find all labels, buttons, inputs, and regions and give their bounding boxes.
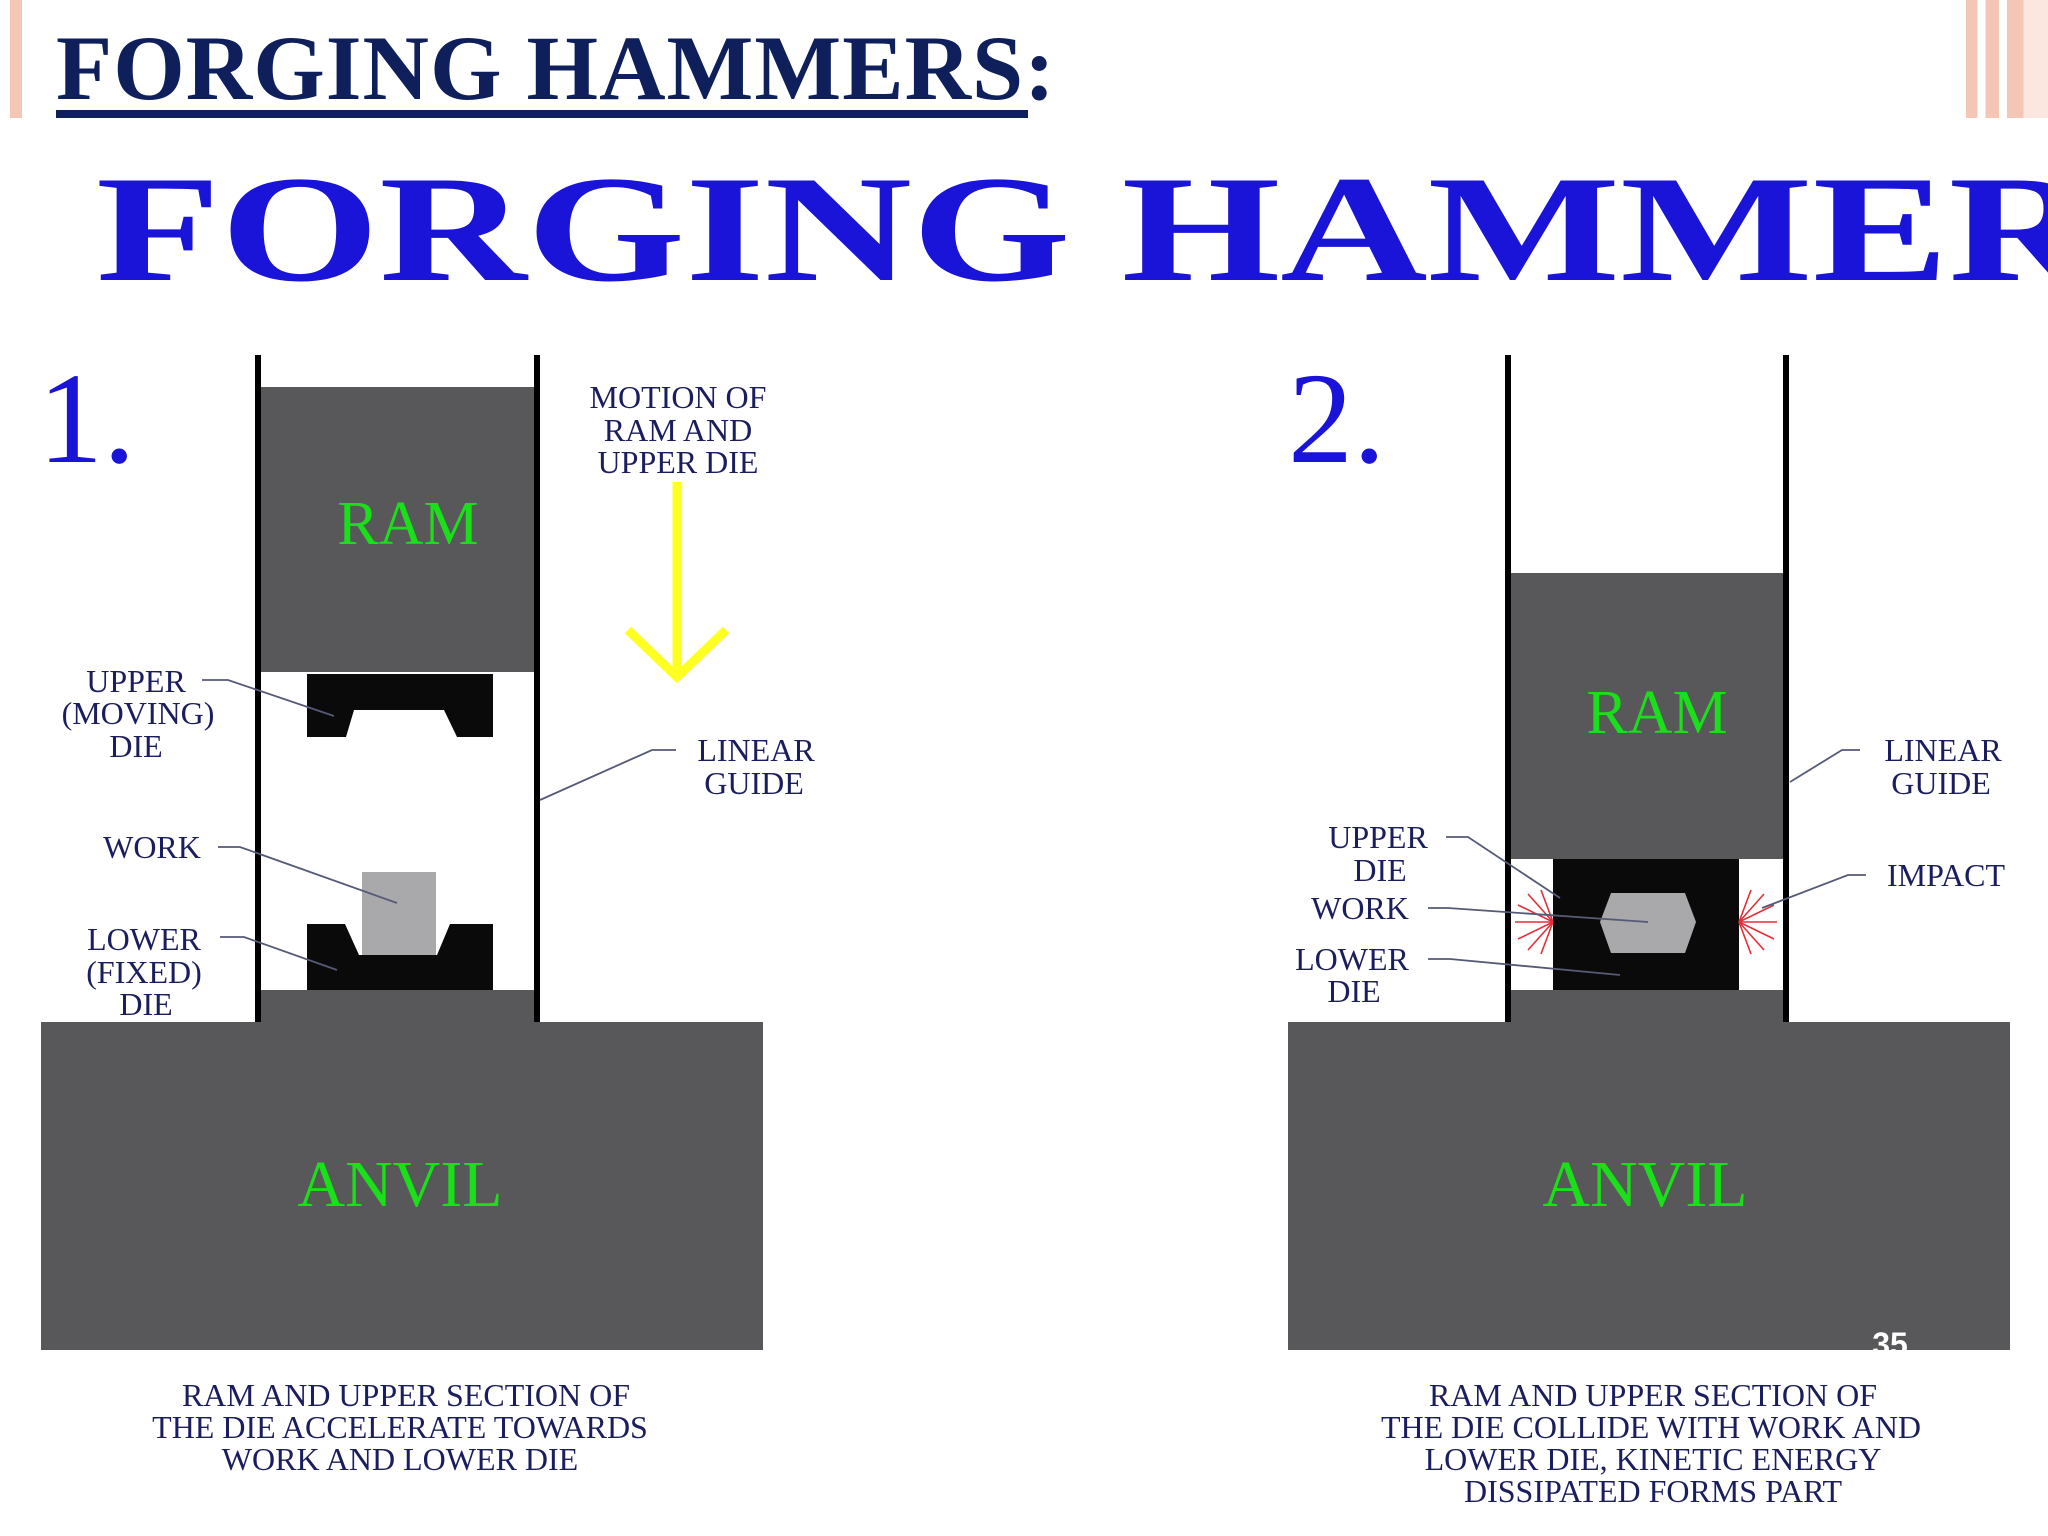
panel-1-number: 1. xyxy=(38,347,136,491)
panel-2-caption-line-4: DISSIPATED FORMS PART xyxy=(1464,1473,1843,1509)
panel-1-motion-arrow-head xyxy=(624,626,730,684)
panel-2-anvil-label: ANVIL xyxy=(1542,1148,1747,1221)
panel-2-upper-die-label-line-2: DIE xyxy=(1353,852,1406,888)
panel-1-ram-label: RAM xyxy=(337,490,478,558)
panel-2-impact-label: IMPACT xyxy=(1887,857,2005,893)
panel-1-lower-die-label-line-2: (FIXED) xyxy=(86,954,202,990)
panel-2-linear-guide-label-line-2: GUIDE xyxy=(1891,765,1991,801)
panel-2-caption-line-3: LOWER DIE, KINETIC ENERGY xyxy=(1425,1441,1882,1477)
panel-1-anvil-pedestal xyxy=(261,990,534,1022)
panel-2-lower-die-label-line-1: LOWER xyxy=(1295,941,1409,977)
panel-1: 1. RAM ANVIL MOTION OF RAM AND UPPER DIE xyxy=(38,347,815,1477)
panel-2-caption-line-2: THE DIE COLLIDE WITH WORK AND xyxy=(1381,1409,1921,1445)
left-accent-bar xyxy=(10,0,22,118)
panel-2-anvil-pedestal xyxy=(1511,990,1783,1022)
panel-1-linear-guide-label-line-1: LINEAR xyxy=(697,732,815,768)
panel-1-ram xyxy=(261,387,534,672)
panel-1-caption-line-3: WORK AND LOWER DIE xyxy=(222,1441,578,1477)
panel-1-lower-die-label-line-1: LOWER xyxy=(87,921,201,957)
panel-2-ram xyxy=(1511,573,1783,859)
panel-2-impact-leader xyxy=(1761,874,1866,909)
panel-1-anvil xyxy=(41,1022,763,1350)
panel-2-ram-label: RAM xyxy=(1586,679,1727,747)
panel-1-motion-label-line-1: MOTION OF xyxy=(590,379,767,415)
panel-1-lower-die xyxy=(307,924,493,990)
panel-1-caption-line-2: THE DIE ACCELERATE TOWARDS xyxy=(152,1409,648,1445)
panel-1-upper-die-label-line-1: UPPER xyxy=(86,663,186,699)
panel-2: 2. RAM ANVIL xyxy=(1288,347,2010,1509)
diagram-heading: FORGING HAMMER xyxy=(96,145,2048,313)
panel-2-linear-guide-label-line-1: LINEAR xyxy=(1884,732,2002,768)
panel-1-lower-die-leader xyxy=(220,936,338,971)
panel-1-linear-guide-label-line-2: GUIDE xyxy=(704,765,804,801)
panel-1-upper-die-label-line-3: DIE xyxy=(109,728,162,764)
panel-2-work xyxy=(1600,893,1696,953)
panel-1-motion-label-line-2: RAM AND xyxy=(604,412,752,448)
panel-1-work-label: WORK xyxy=(103,829,201,865)
panel-2-upper-die-leader xyxy=(1446,836,1561,899)
panel-1-linear-guide-leader xyxy=(539,749,676,801)
panel-2-number: 2. xyxy=(1288,347,1386,491)
panel-2-upper-die-label-line-1: UPPER xyxy=(1328,819,1428,855)
panel-2-impact-burst-left xyxy=(1515,889,1554,955)
panel-2-work-label: WORK xyxy=(1311,890,1409,926)
panel-2-work-leader xyxy=(1428,907,1649,923)
panel-2-anvil xyxy=(1288,1022,2010,1350)
slide-title: FORGING HAMMERS: xyxy=(56,17,1056,119)
panel-2-lower-die-label-line-2: DIE xyxy=(1327,973,1380,1009)
title-underline xyxy=(56,110,1028,118)
panel-1-motion-label-line-3: UPPER DIE xyxy=(598,444,759,480)
panel-2-impact-burst-right xyxy=(1738,889,1777,955)
panel-2-lower-die-leader xyxy=(1428,958,1621,976)
panel-1-upper-die-label-line-2: (MOVING) xyxy=(62,695,215,731)
panel-2-caption-line-1: RAM AND UPPER SECTION OF xyxy=(1429,1377,1877,1413)
page-number: 35 xyxy=(1872,1326,1908,1362)
panel-1-anvil-label: ANVIL xyxy=(297,1148,502,1221)
panel-1-work xyxy=(362,872,436,958)
panel-1-upper-die-leader xyxy=(202,679,335,717)
panel-1-work-leader xyxy=(218,846,398,904)
panel-1-caption-line-1: RAM AND UPPER SECTION OF xyxy=(182,1377,630,1413)
right-accent-stripes xyxy=(1966,0,2048,118)
panel-1-upper-die xyxy=(307,674,493,737)
panel-2-linear-guide-leader xyxy=(1789,749,1860,783)
panel-1-lower-die-label-line-3: DIE xyxy=(119,986,172,1022)
